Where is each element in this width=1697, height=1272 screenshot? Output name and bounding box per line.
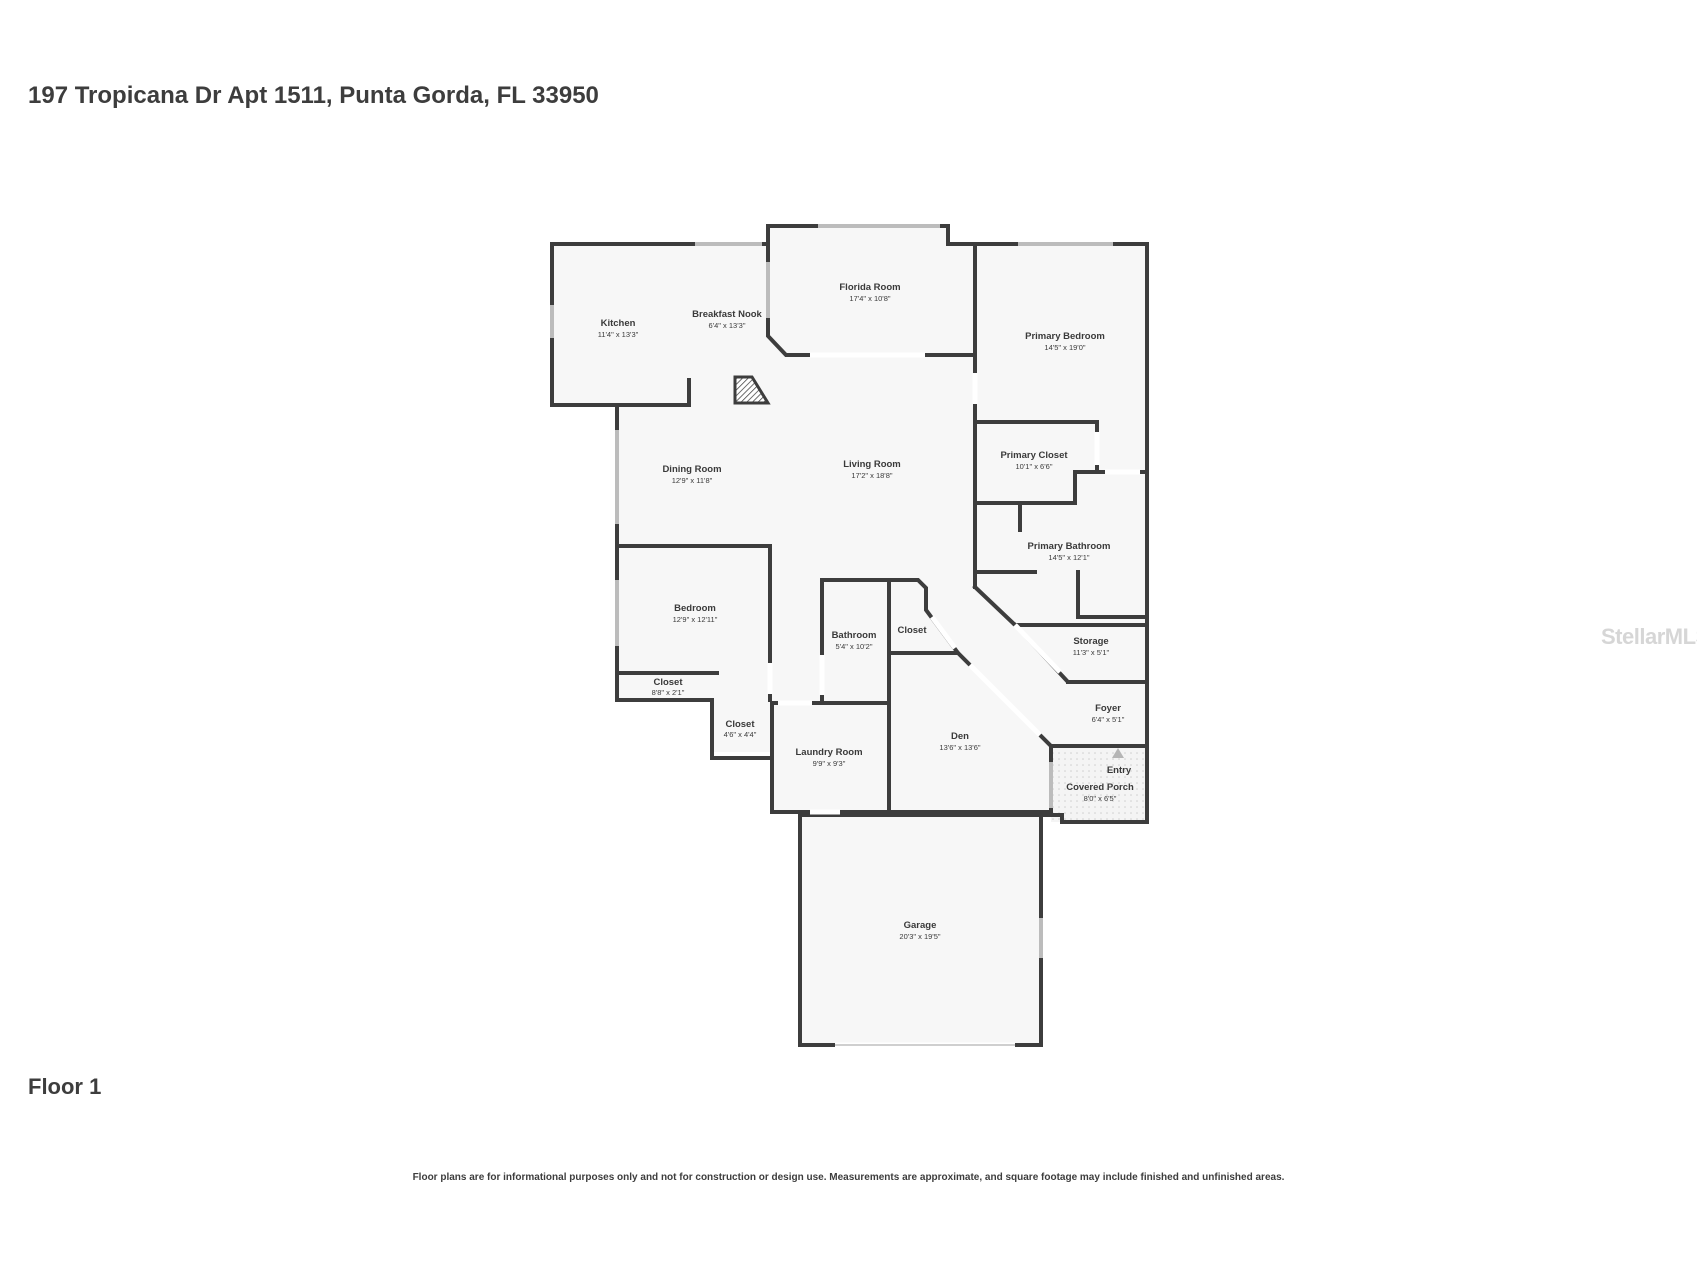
laundry-room-name: Laundry Room [795, 747, 862, 758]
garage-dims: 20'3" x 19'5" [899, 932, 940, 941]
florida-room-dims: 17'4" x 10'8" [849, 294, 890, 303]
laundry-room-dims: 9'9" x 9'3" [813, 759, 846, 768]
closet-small-dims: 4'6" x 4'4" [724, 730, 757, 739]
room-labels: Kitchen 11'4" x 13'3" Breakfast Nook 6'4… [598, 282, 1134, 941]
living-room-dims: 17'2" x 18'8" [851, 471, 892, 480]
primary-bedroom-dims: 14'5" x 19'0" [1044, 343, 1085, 352]
covered-porch-tiles [1051, 744, 1147, 822]
entry-name: Entry [1107, 765, 1132, 776]
primary-closet-dims: 10'1" x 6'6" [1016, 462, 1053, 471]
florida-room-name: Florida Room [839, 282, 900, 293]
bathroom-name: Bathroom [832, 630, 877, 641]
kitchen-name: Kitchen [601, 318, 636, 329]
primary-bedroom-name: Primary Bedroom [1025, 331, 1105, 342]
windows [550, 224, 1113, 958]
property-address: 197 Tropicana Dr Apt 1511, Punta Gorda, … [28, 82, 599, 109]
breakfast-nook-name: Breakfast Nook [692, 309, 762, 320]
primary-bathroom-dims: 14'5" x 12'1" [1048, 553, 1089, 562]
storage-dims: 11'3" x 5'1" [1073, 648, 1110, 657]
bedroom-dims: 12'9" x 12'11" [673, 615, 718, 624]
closet-small-name: Closet [725, 719, 755, 730]
primary-closet-name: Primary Closet [1000, 450, 1068, 461]
covered-porch-dims: 8'0" x 6'5" [1084, 794, 1117, 803]
garage-name: Garage [904, 920, 937, 931]
breakfast-nook-dims: 6'4" x 13'3" [709, 321, 746, 330]
living-room-name: Living Room [843, 459, 901, 470]
fireplace [733, 375, 771, 405]
disclaimer-text: Floor plans are for informational purpos… [412, 1172, 1285, 1183]
covered-porch-name: Covered Porch [1066, 782, 1134, 793]
storage-name: Storage [1073, 636, 1108, 647]
dining-room-name: Dining Room [662, 464, 721, 475]
closet-bedroom-dims: 8'8" x 2'1" [652, 688, 685, 697]
den-dims: 13'6" x 13'6" [939, 743, 980, 752]
watermark-logo: StellarMLS [1601, 624, 1697, 649]
floor-label: Floor 1 [28, 1074, 102, 1099]
entry-arrow-icon [1112, 748, 1124, 758]
dining-room-dims: 12'9" x 11'8" [672, 476, 713, 485]
den-name: Den [951, 731, 969, 742]
foyer-dims: 6'4" x 5'1" [1092, 715, 1125, 724]
primary-bathroom-name: Primary Bathroom [1028, 541, 1111, 552]
bedroom-name: Bedroom [674, 603, 716, 614]
foyer-name: Foyer [1095, 703, 1121, 714]
kitchen-dims: 11'4" x 13'3" [598, 330, 639, 339]
bathroom-dims: 5'4" x 10'2" [836, 642, 873, 651]
closet-hall-name: Closet [897, 625, 927, 636]
closet-bedroom-name: Closet [653, 677, 683, 688]
